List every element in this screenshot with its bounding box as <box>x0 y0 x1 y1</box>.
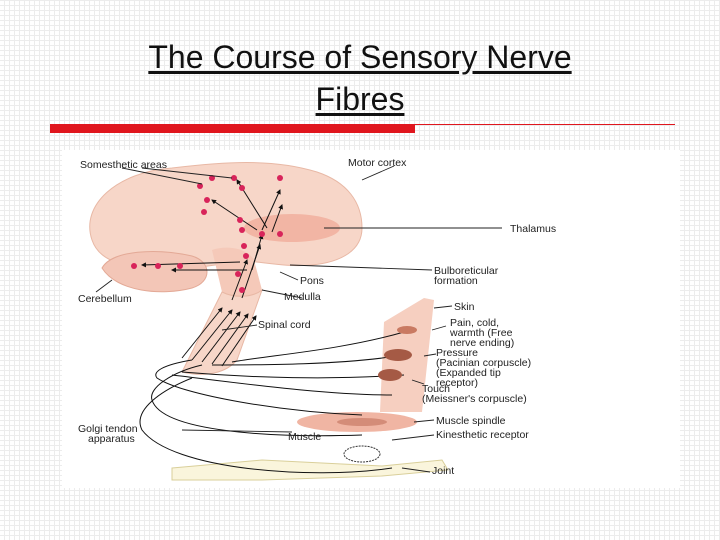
label-golgi-line2: apparatus <box>88 433 135 445</box>
hand-bones-shape <box>171 459 449 481</box>
label-golgi-line1: Golgi tendon <box>78 423 138 435</box>
label-pressure-line3: (Expanded tip <box>436 367 501 379</box>
slide-title: The Course of Sensory Nerve Fibres <box>40 36 680 120</box>
label-bulboreticular-line2: formation <box>434 275 478 287</box>
label-pressure-line2: (Pacinian corpuscle) <box>436 357 531 369</box>
sensory-pathway-diagram: Somesthetic areas Motor cortex Thalamus … <box>78 157 556 481</box>
label-motor-cortex: Motor cortex <box>348 157 407 169</box>
label-medulla: Medulla <box>284 291 321 303</box>
label-thalamus: Thalamus <box>510 223 556 235</box>
title-accent-bar <box>50 124 415 133</box>
peripheral-fibres <box>139 331 405 474</box>
label-somesthetic-areas: Somesthetic areas <box>80 159 167 171</box>
relay-nodes <box>131 175 283 293</box>
spinal-cord-shape <box>181 288 264 375</box>
ascending-tracts <box>141 179 283 367</box>
label-pain-line2: warmth (Free <box>449 327 513 339</box>
cerebellum-shape <box>101 251 208 293</box>
title-accent-line <box>415 124 675 125</box>
label-pons: Pons <box>300 275 324 287</box>
sensory-pathway-figure: Somesthetic areas Motor cortex Thalamus … <box>62 150 680 488</box>
label-joint: Joint <box>432 465 454 477</box>
receptor-endings <box>337 326 417 463</box>
label-muscle: Muscle <box>288 431 321 443</box>
label-bulboreticular-line1: Bulboreticular <box>434 265 499 277</box>
label-skin: Skin <box>454 301 475 313</box>
title-line-1: The Course of Sensory Nerve <box>148 39 572 75</box>
thalamus-shape <box>244 214 340 242</box>
label-pressure-line1: Pressure <box>436 347 478 359</box>
label-pressure-line4: receptor) <box>436 377 478 389</box>
title-line-2: Fibres <box>315 81 405 117</box>
label-muscle-spindle: Muscle spindle <box>436 415 506 427</box>
label-touch-line1: Touch <box>422 383 450 395</box>
label-touch-line2: (Meissner's corpuscle) <box>422 393 527 405</box>
label-spinal-cord: Spinal cord <box>258 319 311 331</box>
label-pain-line1: Pain, cold, <box>450 317 499 329</box>
label-kinesthetic-receptor: Kinesthetic receptor <box>436 429 529 441</box>
label-pain-line3: nerve ending) <box>450 337 514 349</box>
leader-lines <box>95 165 502 473</box>
label-cerebellum: Cerebellum <box>78 293 132 305</box>
